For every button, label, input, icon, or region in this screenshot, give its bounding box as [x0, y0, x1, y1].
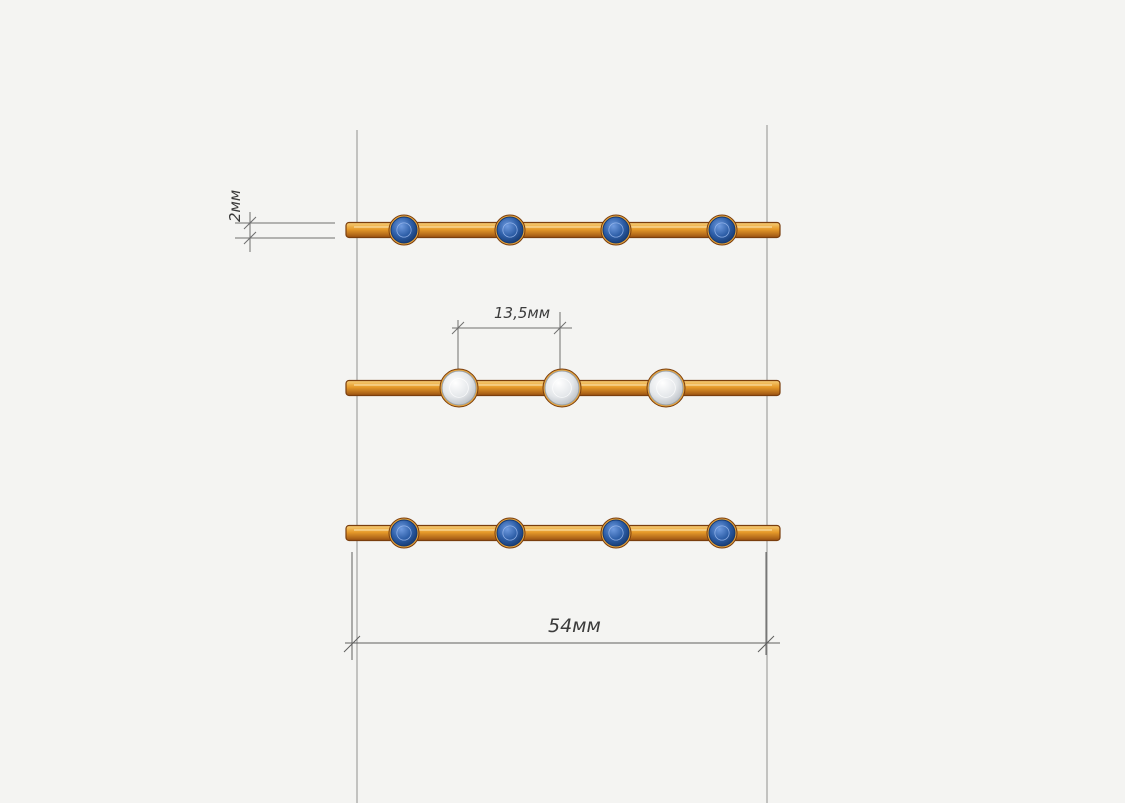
diamond-stone: [441, 370, 477, 406]
sapphire-stone: [708, 216, 736, 244]
stone-facet: [502, 525, 518, 541]
sapphire-stone: [602, 519, 630, 547]
length-dimension: [343, 552, 780, 660]
sapphire-stone: [708, 519, 736, 547]
stone-facet: [396, 222, 412, 238]
sapphire-stone: [602, 216, 630, 244]
stone-facet: [396, 525, 412, 541]
stone-facet: [714, 222, 730, 238]
sapphire-stone: [390, 519, 418, 547]
bracelets: [345, 214, 781, 549]
stone-facet: [552, 378, 572, 398]
stone-spacing-label: 13,5мм: [494, 304, 550, 322]
sapphire-stone: [496, 216, 524, 244]
sapphire-stone: [496, 519, 524, 547]
sapphire-stone: [390, 216, 418, 244]
spacing-dimension: [451, 312, 572, 372]
band-height-label: 2мм: [226, 190, 244, 222]
diamond-stone: [544, 370, 580, 406]
total-length-label: 54мм: [548, 615, 601, 637]
stone-facet: [714, 525, 730, 541]
stone-facet: [502, 222, 518, 238]
stone-facet: [608, 525, 624, 541]
bracelet-3: [345, 517, 781, 549]
bracelet-1: [345, 214, 781, 246]
bracelet-2: [345, 368, 781, 408]
stone-facet: [449, 378, 469, 398]
stone-facet: [608, 222, 624, 238]
height-dimension: [235, 212, 335, 252]
stone-facet: [656, 378, 676, 398]
diamond-stone: [648, 370, 684, 406]
